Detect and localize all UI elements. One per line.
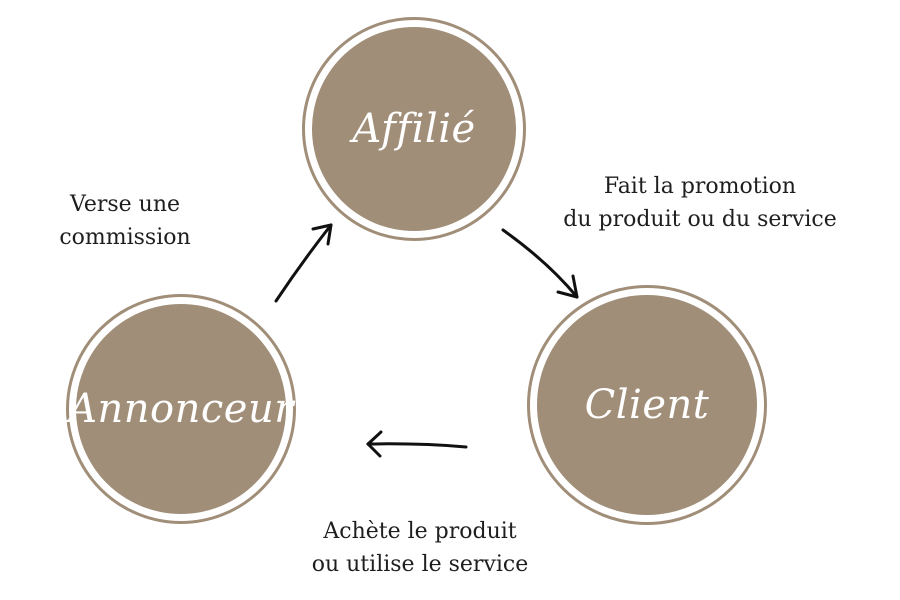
arrow-affilie-to-client bbox=[501, 228, 579, 299]
label-client-to-annonceur-line2: ou utilise le service bbox=[311, 552, 529, 577]
label-client-to-annonceur-line1: Achète le produit bbox=[323, 519, 517, 544]
annonceur-label: Annonceur bbox=[68, 386, 294, 432]
affilie-node: Affilié bbox=[302, 17, 526, 241]
arrow-annonceur-to-affilie bbox=[274, 223, 333, 303]
annonceur-node: Annonceur bbox=[66, 294, 296, 524]
annonceur-circle: Annonceur bbox=[68, 304, 293, 514]
client-label: Client bbox=[584, 382, 710, 428]
label-affilie-to-client-line1: Fait la promotion bbox=[603, 174, 797, 199]
affilie-label: Affilié bbox=[352, 106, 476, 152]
label-annonceur-to-affilie: Verse une commission bbox=[30, 188, 220, 254]
arrow-client-to-annonceur bbox=[366, 430, 468, 458]
label-affilie-to-client-line2: du produit ou du service bbox=[563, 207, 837, 232]
client-circle: Client bbox=[537, 295, 757, 515]
affilie-circle: Affilié bbox=[312, 27, 516, 231]
client-node: Client bbox=[527, 285, 767, 525]
label-affilie-to-client: Fait la promotion du produit ou du servi… bbox=[540, 170, 860, 236]
label-annonceur-to-affilie-line1: Verse une bbox=[69, 192, 181, 217]
label-annonceur-to-affilie-line2: commission bbox=[59, 225, 191, 250]
label-client-to-annonceur: Achète le produit ou utilise le service bbox=[280, 515, 560, 581]
